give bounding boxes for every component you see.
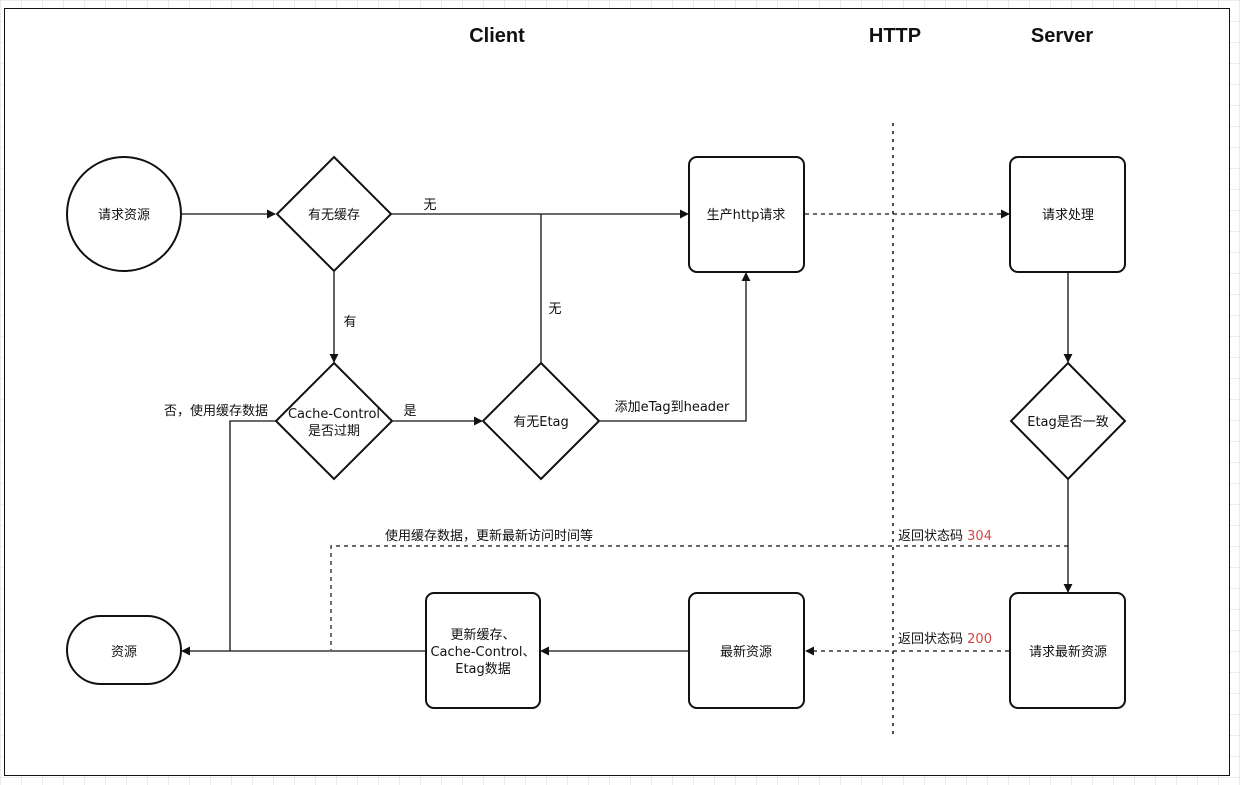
label-no-etag: 无 bbox=[548, 302, 561, 317]
svg-text:有无缓存: 有无缓存 bbox=[308, 208, 360, 223]
svg-text:Etag数据: Etag数据 bbox=[455, 662, 511, 677]
node-latest-resource: 最新资源 bbox=[688, 592, 805, 709]
svg-text:是否过期: 是否过期 bbox=[308, 424, 360, 439]
node-resource: 资源 bbox=[66, 615, 182, 685]
label-use-cache-update: 使用缓存数据，更新最新访问时间等 bbox=[385, 528, 593, 544]
svg-text:请求处理: 请求处理 bbox=[1042, 208, 1094, 223]
status-code-304: 304 bbox=[967, 529, 992, 544]
edge-add-etag-to-produce bbox=[598, 272, 751, 422]
edge-not-expired-to-resource bbox=[229, 420, 276, 651]
header-client: Client bbox=[469, 25, 525, 47]
svg-text:有无Etag: 有无Etag bbox=[513, 415, 569, 430]
node-cache-control-expired: Cache-Control 是否过期 bbox=[274, 361, 394, 481]
svg-text:Etag是否一致: Etag是否一致 bbox=[1027, 415, 1109, 430]
label-no-cache: 无 bbox=[423, 198, 436, 213]
svg-text:Cache-Control、: Cache-Control、 bbox=[430, 645, 535, 660]
label-add-etag: 添加eTag到header bbox=[615, 400, 730, 415]
status-code-200: 200 bbox=[967, 632, 992, 647]
edge-304-return bbox=[330, 545, 1068, 650]
svg-text:资源: 资源 bbox=[111, 645, 137, 660]
label-expired-yes: 是 bbox=[403, 404, 416, 419]
svg-text:更新缓存、: 更新缓存、 bbox=[450, 627, 515, 643]
svg-text:Cache-Control: Cache-Control bbox=[288, 407, 380, 422]
label-not-expired: 否，使用缓存数据 bbox=[164, 403, 268, 419]
svg-text:最新资源: 最新资源 bbox=[720, 644, 772, 660]
label-return-200: 返回状态码 200 bbox=[898, 632, 992, 647]
header-http: HTTP bbox=[869, 25, 921, 47]
node-request-resource: 请求资源 bbox=[66, 156, 182, 272]
svg-text:请求最新资源: 请求最新资源 bbox=[1029, 644, 1107, 660]
label-return-304: 返回状态码 304 bbox=[898, 529, 992, 544]
header-server: Server bbox=[1031, 25, 1093, 47]
label-has-cache: 有 bbox=[343, 315, 356, 330]
node-update-cache: 更新缓存、 Cache-Control、 Etag数据 bbox=[425, 592, 541, 709]
node-request-handling: 请求处理 bbox=[1009, 156, 1126, 273]
svg-text:请求资源: 请求资源 bbox=[98, 208, 150, 223]
node-has-cache: 有无缓存 bbox=[275, 155, 393, 273]
node-etag-consistent: Etag是否一致 bbox=[1009, 361, 1127, 481]
node-produce-http-request: 生产http请求 bbox=[688, 156, 805, 273]
node-has-etag: 有无Etag bbox=[481, 361, 601, 481]
svg-text:生产http请求: 生产http请求 bbox=[707, 208, 786, 223]
node-request-latest-resource: 请求最新资源 bbox=[1009, 592, 1126, 709]
